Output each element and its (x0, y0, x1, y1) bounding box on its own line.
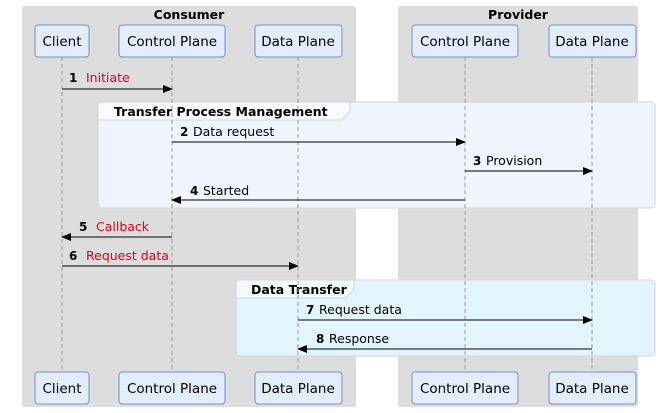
message-label: Started (203, 183, 249, 198)
participant-label: Control Plane (420, 381, 510, 397)
message-label: Request data (86, 248, 169, 263)
message-number: 7 (306, 303, 314, 317)
participant-label: Data Plane (555, 381, 629, 397)
participant-label: Client (42, 34, 81, 50)
message-number: 8 (316, 332, 324, 346)
frame-transfer-process-management: Transfer Process Management (97, 101, 656, 209)
message-number: 1 (69, 71, 77, 85)
participant-consumer-data-plane-top[interactable]: Data Plane (254, 24, 343, 58)
consumer-group-title: Consumer (154, 7, 226, 22)
message-number: 6 (69, 249, 77, 263)
participant-provider-data-plane-bottom[interactable]: Data Plane (548, 371, 637, 405)
message-number: 5 (79, 220, 87, 234)
message-number: 3 (473, 154, 481, 168)
participant-consumer-data-plane-bottom[interactable]: Data Plane (254, 371, 343, 405)
provider-group-title: Provider (488, 7, 549, 22)
message-8: 8 Response (297, 331, 592, 353)
message-label: Request data (319, 302, 402, 317)
participant-label: Control Plane (420, 34, 510, 50)
message-1: 1 Initiate (62, 70, 173, 93)
participant-label: Client (42, 381, 81, 397)
participant-label: Control Plane (127, 381, 217, 397)
message-6: 6 Request data (62, 248, 299, 270)
message-label: Initiate (86, 70, 130, 85)
message-5: 5 Callback (61, 219, 172, 241)
participant-consumer-control-plane-top[interactable]: Control Plane (118, 24, 226, 58)
message-4: 4 Started (171, 183, 465, 204)
participant-label: Data Plane (261, 34, 335, 50)
participant-client-top[interactable]: Client (34, 24, 90, 58)
message-label: Callback (96, 219, 150, 234)
participant-provider-control-plane-top[interactable]: Control Plane (411, 24, 519, 58)
message-label: Provision (486, 153, 542, 168)
message-number: 4 (190, 184, 198, 198)
participant-client-bottom[interactable]: Client (34, 371, 90, 405)
participant-consumer-control-plane-bottom[interactable]: Control Plane (118, 371, 226, 405)
participant-label: Control Plane (127, 34, 217, 50)
message-number: 2 (180, 125, 188, 139)
participant-provider-data-plane-top[interactable]: Data Plane (548, 24, 637, 58)
frame-title: Transfer Process Management (114, 104, 328, 119)
message-3: 3 Provision (465, 153, 593, 175)
participant-label: Data Plane (261, 381, 335, 397)
frame-title: Data Transfer (251, 282, 348, 297)
participant-label: Data Plane (555, 34, 629, 50)
message-label: Data request (193, 124, 274, 139)
message-label: Response (329, 331, 389, 346)
message-2: 2 Data request (172, 124, 466, 146)
message-7: 7 Request data (298, 302, 593, 324)
participant-provider-control-plane-bottom[interactable]: Control Plane (411, 371, 519, 405)
frame-data-transfer: Data Transfer (235, 279, 656, 357)
